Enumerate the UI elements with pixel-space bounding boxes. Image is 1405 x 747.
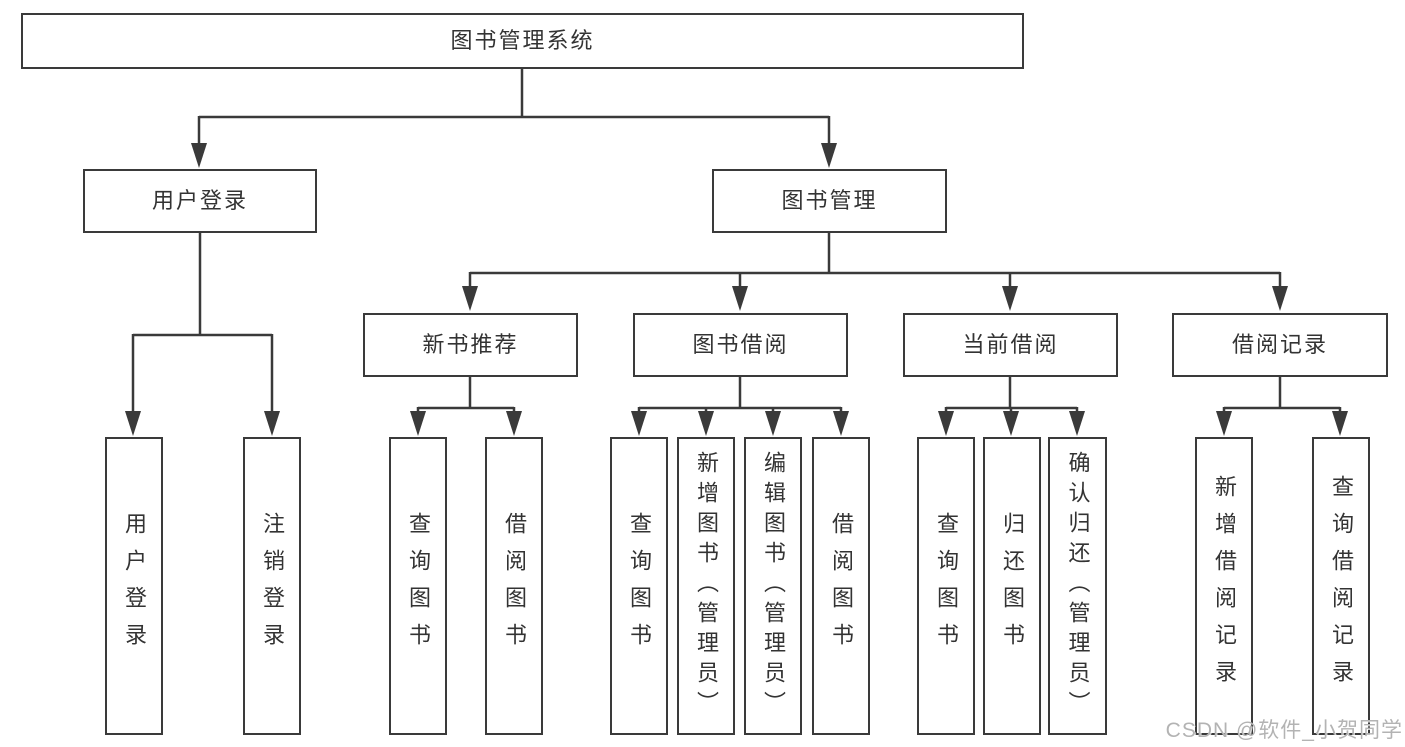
node-leaf-return-books: 归还图书 xyxy=(983,437,1041,735)
node-current-borrowing: 当前借阅 xyxy=(903,313,1118,377)
node-library-management-system: 图书管理系统 xyxy=(21,13,1024,69)
node-leaf-query-borrow-record: 查询借阅记录 xyxy=(1312,437,1370,735)
node-leaf-current-query-books: 查询图书 xyxy=(917,437,975,735)
node-leaf-recommend-query-books: 查询图书 xyxy=(389,437,447,735)
node-book-borrowing: 图书借阅 xyxy=(633,313,848,377)
node-book-management: 图书管理 xyxy=(712,169,947,233)
node-leaf-add-books-admin: 新增图书（管理员） xyxy=(677,437,735,735)
node-new-book-recommend: 新书推荐 xyxy=(363,313,578,377)
node-leaf-confirm-return-admin: 确认归还（管理员） xyxy=(1048,437,1107,735)
node-borrowing-records: 借阅记录 xyxy=(1172,313,1388,377)
node-leaf-borrowing-query-books: 查询图书 xyxy=(610,437,668,735)
node-leaf-recommend-borrow-books: 借阅图书 xyxy=(485,437,543,735)
node-leaf-edit-books-admin: 编辑图书（管理员） xyxy=(744,437,802,735)
node-user-login: 用户登录 xyxy=(83,169,317,233)
node-leaf-logout: 注销登录 xyxy=(243,437,301,735)
node-leaf-add-borrow-record: 新增借阅记录 xyxy=(1195,437,1253,735)
node-leaf-user-login: 用户登录 xyxy=(105,437,163,735)
node-leaf-borrowing-borrow-books: 借阅图书 xyxy=(812,437,870,735)
